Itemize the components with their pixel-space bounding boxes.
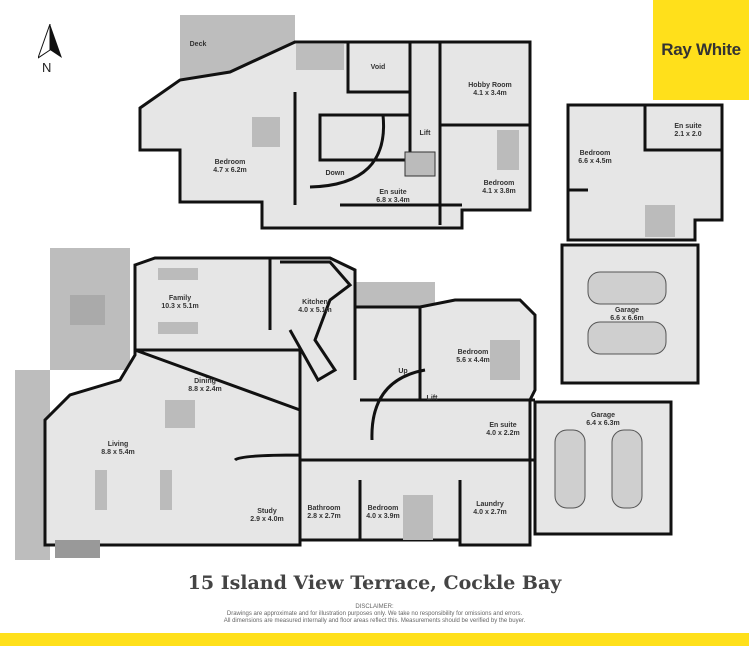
room-name: Study	[257, 508, 277, 515]
stair-direction: Down	[325, 170, 344, 177]
room-size: 6.8 x 3.4m	[376, 197, 409, 204]
room-name: Kitchen	[302, 299, 328, 306]
disclaimer: DISCLAIMER: Drawings are approximate and…	[0, 604, 749, 625]
bed	[490, 340, 520, 380]
brand-footer-bar	[0, 633, 749, 646]
sofa	[95, 470, 107, 510]
room-name: Bathroom	[307, 505, 340, 512]
car-icon	[587, 321, 667, 355]
outdoor-table	[70, 295, 105, 325]
side-bedroom-outline	[566, 103, 724, 242]
room-size: 4.0 x 3.9m	[366, 513, 399, 520]
room-name: Lift	[427, 395, 439, 402]
bed	[497, 130, 519, 170]
room-name: Bedroom	[458, 349, 489, 356]
room-size: 8.8 x 5.4m	[101, 449, 134, 456]
room-size: 10.3 x 5.1m	[161, 303, 198, 310]
upper-floor-outline	[138, 40, 532, 230]
room-name: Bedroom	[580, 150, 611, 157]
room-size: 4.1 x 3.8m	[482, 188, 515, 195]
room-name: Garage	[591, 412, 615, 419]
room-size: 2.8 x 2.7m	[307, 513, 340, 520]
room-name: Living	[108, 441, 129, 448]
property-address: 15 Island View Terrace, Cockle Bay	[187, 572, 562, 594]
north-arrow-icon	[38, 24, 62, 59]
bed	[645, 205, 675, 237]
room-name: Hobby Room	[468, 82, 512, 89]
room-size: 4.0 x 2.7m	[473, 509, 506, 516]
room-name: En suite	[489, 422, 516, 429]
stair-direction: Up	[398, 368, 407, 375]
room-name: Void	[371, 64, 386, 71]
car-icon	[611, 429, 643, 509]
sofa	[158, 322, 198, 334]
bed	[252, 117, 280, 147]
room-size: 4.0 x 2.2m	[486, 430, 519, 437]
disclaimer-line: All dimensions are measured internally a…	[223, 618, 526, 624]
room-size: 4.7 x 6.2m	[213, 167, 246, 174]
room-name: Deck	[190, 41, 207, 48]
chimney	[296, 44, 344, 70]
room-size: 6.4 x 6.3m	[586, 420, 619, 427]
garage-upper-outline	[560, 243, 700, 385]
room-name: Lift	[420, 130, 432, 137]
room-size: 4.1 x 3.4m	[473, 90, 506, 97]
steps	[55, 540, 100, 558]
disclaimer-heading: DISCLAIMER:	[355, 604, 394, 610]
room-size: 2.9 x 4.0m	[250, 516, 283, 523]
disclaimer-line: Drawings are approximate and for illustr…	[226, 611, 523, 617]
car-icon	[554, 429, 586, 509]
room-size: 6.6 x 6.6m	[610, 315, 643, 322]
room-size: 6.6 x 4.5m	[578, 158, 611, 165]
room-size: 8.8 x 2.4m	[188, 386, 221, 393]
porch	[355, 282, 435, 307]
room-name: Garage	[615, 307, 639, 314]
room-name: Bedroom	[484, 180, 515, 187]
room-name: Dining	[194, 378, 216, 385]
sofa	[160, 470, 172, 510]
shower	[404, 151, 436, 177]
car-icon	[587, 271, 667, 305]
room-size: 2.1 x 2.0	[674, 131, 701, 138]
terrace	[15, 370, 50, 560]
room-name: Bedroom	[368, 505, 399, 512]
room-name: En suite	[379, 189, 406, 196]
ray-white-logo: Ray White	[653, 0, 749, 100]
room-name: Bedroom	[215, 159, 246, 166]
sofa	[158, 268, 198, 280]
bed	[403, 495, 433, 540]
room-name: Laundry	[476, 501, 504, 508]
room-size: 4.0 x 5.1m	[298, 307, 331, 314]
room-size: 5.6 x 4.4m	[456, 357, 489, 364]
room-name: Family	[169, 295, 191, 302]
room-name: En suite	[674, 123, 701, 130]
north-label: N	[42, 60, 52, 75]
dining-table	[165, 400, 195, 428]
